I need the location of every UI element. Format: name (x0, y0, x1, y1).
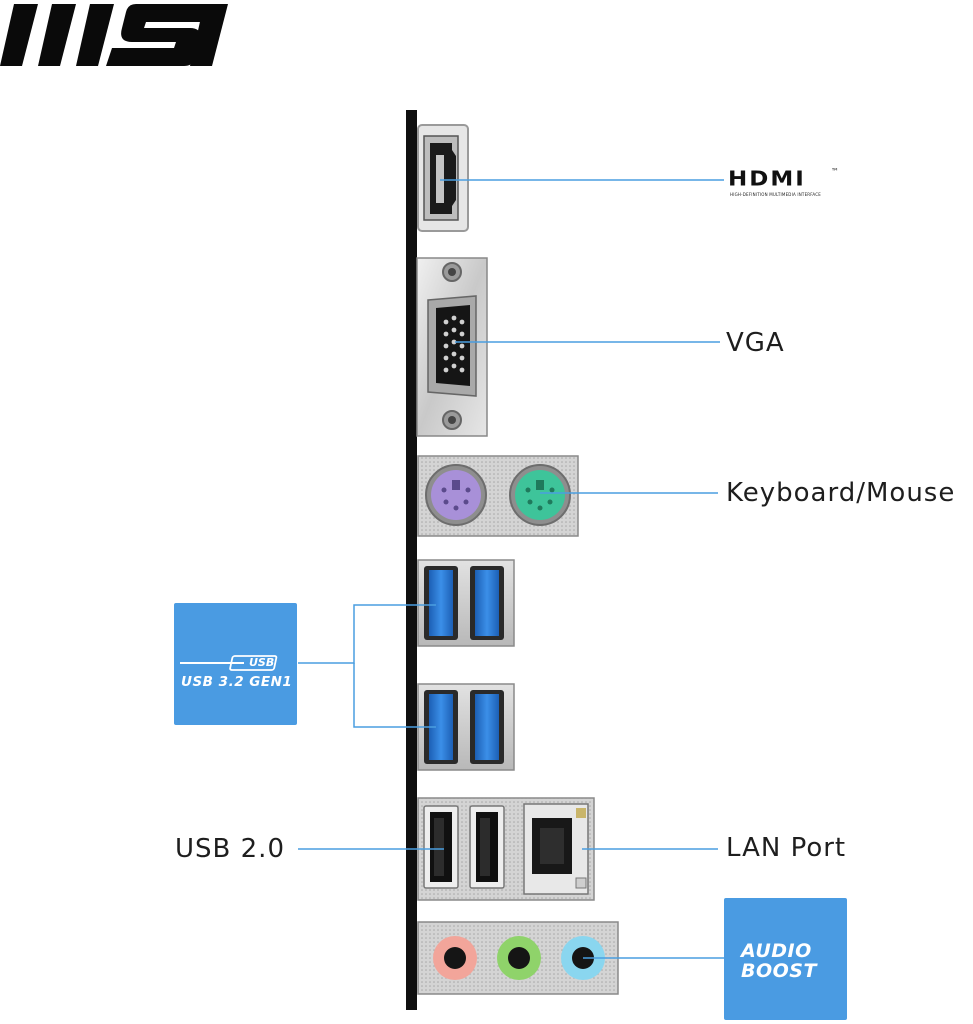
usb3-badge: USB USB 3.2 GEN1 (174, 603, 297, 725)
usb2-lan-block (417, 797, 595, 901)
audio-boost-line1: AUDIO (741, 940, 812, 962)
msi-logo: MSI (0, 0, 230, 70)
usb-line-icon (180, 655, 278, 671)
vga-label: VGA (726, 328, 785, 358)
lan-port-label: LAN Port (726, 833, 847, 863)
usb3-badge-top: USB (249, 656, 275, 669)
hdmi-tm: ™ (831, 167, 839, 176)
leader-usb3-bottom (353, 663, 436, 728)
usb3-badge-label: USB 3.2 GEN1 (181, 674, 293, 690)
leader-lines (298, 179, 724, 959)
io-shield-edge (406, 110, 417, 1010)
keyboard-mouse-label: Keyboard/Mouse (726, 478, 956, 508)
ps2-ports (417, 455, 579, 537)
usb3-stack-top (417, 559, 515, 647)
usb2-label: USB 2.0 (175, 834, 285, 864)
vga-port (416, 257, 488, 437)
audio-boost-badge: AUDIO BOOST (724, 898, 847, 1020)
hdmi-logo: HDMI ™ HIGH-DEFINITION MULTIMEDIA INTERF… (728, 166, 848, 206)
leader-usb3-top (298, 604, 436, 664)
msi-logo-icon (0, 4, 228, 66)
hdmi-sublabel: HIGH-DEFINITION MULTIMEDIA INTERFACE (730, 192, 822, 197)
audio-boost-line2: BOOST (741, 960, 817, 982)
hdmi-label: HDMI (728, 167, 806, 191)
hdmi-port (417, 124, 469, 232)
